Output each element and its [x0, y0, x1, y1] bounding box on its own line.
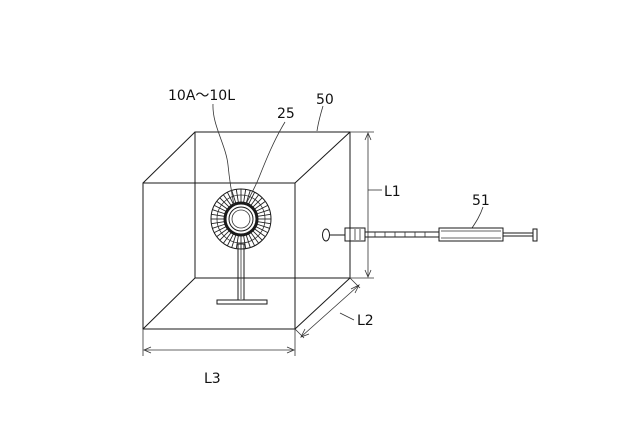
label-sample: 10A～10L [168, 88, 235, 104]
label-injector: 51 [472, 193, 490, 209]
dimension-l1 [350, 132, 382, 278]
dimension-l3 [143, 329, 295, 356]
syringe [365, 228, 537, 241]
leader-injector [472, 207, 483, 228]
sample-stand [217, 244, 267, 304]
stand-base [217, 300, 267, 304]
injection-port [323, 228, 366, 241]
leader-holder [246, 122, 285, 204]
label-holder: 25 [277, 106, 295, 122]
leader-sample [213, 104, 234, 205]
syringe-barrel [439, 228, 503, 241]
label-depth: L2 [357, 313, 374, 329]
label-chamber: 50 [316, 92, 334, 108]
dimension-l2 [295, 278, 360, 338]
sample-wheel [211, 189, 271, 249]
label-height: L1 [384, 184, 401, 200]
syringe-plunger-head [533, 229, 537, 241]
label-width: L3 [204, 371, 221, 387]
leader-chamber [317, 106, 323, 131]
